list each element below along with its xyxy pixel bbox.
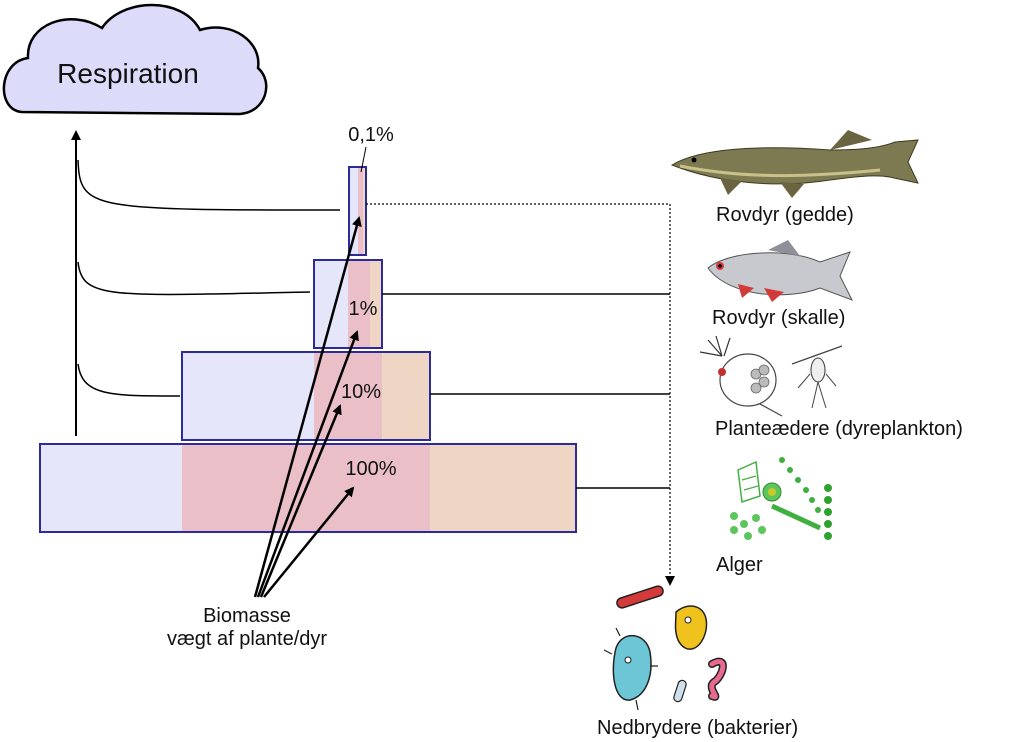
respiration-label: Respiration bbox=[57, 58, 199, 89]
biomass-arrows bbox=[253, 216, 362, 598]
detritus-part bbox=[430, 444, 576, 532]
percent-label-level-4: 100% bbox=[345, 458, 396, 480]
algae-icon bbox=[730, 457, 832, 540]
respiration-part bbox=[182, 352, 314, 440]
biomass-part bbox=[314, 352, 382, 440]
pike-icon bbox=[670, 130, 919, 198]
pyramid-level-2 bbox=[313, 259, 383, 349]
respiration-curve-level-2 bbox=[77, 261, 311, 296]
decomposers-label: Nedbrydere (bakterier) bbox=[597, 717, 798, 739]
level-outline bbox=[348, 166, 367, 256]
biomass-label-line2: vægt af plante/dyr bbox=[167, 628, 327, 650]
biomass-arrow-level-3 bbox=[259, 404, 342, 598]
percent-label-level-2: 1% bbox=[349, 298, 378, 320]
detritus-part bbox=[363, 167, 366, 255]
zooplankton-icon bbox=[699, 335, 843, 417]
organism-label-level-1: Rovdyr (gedde) bbox=[716, 204, 854, 226]
biomass-arrow-level-1 bbox=[253, 216, 362, 598]
bacteria-icon bbox=[603, 585, 727, 711]
detritus-part bbox=[370, 260, 382, 348]
respiration-cloud: Respiration bbox=[2, 3, 268, 116]
roach-fish-icon bbox=[707, 240, 854, 302]
respiration-curve-level-3 bbox=[77, 363, 181, 397]
pyramid-level-3 bbox=[181, 351, 431, 441]
organism-label-level-4: Alger bbox=[716, 554, 763, 576]
detritus-part bbox=[382, 352, 430, 440]
biomass-arrow-level-2 bbox=[256, 330, 359, 598]
respiration-part bbox=[349, 167, 358, 255]
percent-leader-level-1 bbox=[360, 146, 367, 173]
percent-label-level-1: 0,1% bbox=[348, 124, 394, 146]
biomass-label-line1: Biomasse bbox=[203, 605, 291, 627]
biomass-part bbox=[348, 260, 370, 348]
respiration-curve-level-1 bbox=[77, 159, 341, 211]
organism-label-level-2: Rovdyr (skalle) bbox=[712, 307, 845, 329]
cloud-shape bbox=[2, 3, 268, 116]
biomass-part bbox=[358, 167, 363, 255]
percent-label-level-3: 10% bbox=[341, 381, 381, 403]
pyramid-level-1 bbox=[348, 166, 367, 256]
biomass-arrow-level-4 bbox=[263, 486, 355, 598]
respiration-part bbox=[40, 444, 182, 532]
level-outline bbox=[181, 351, 431, 441]
pyramid-level-4 bbox=[39, 443, 577, 533]
organism-label-level-3: Planteædere (dyreplankton) bbox=[715, 418, 963, 440]
